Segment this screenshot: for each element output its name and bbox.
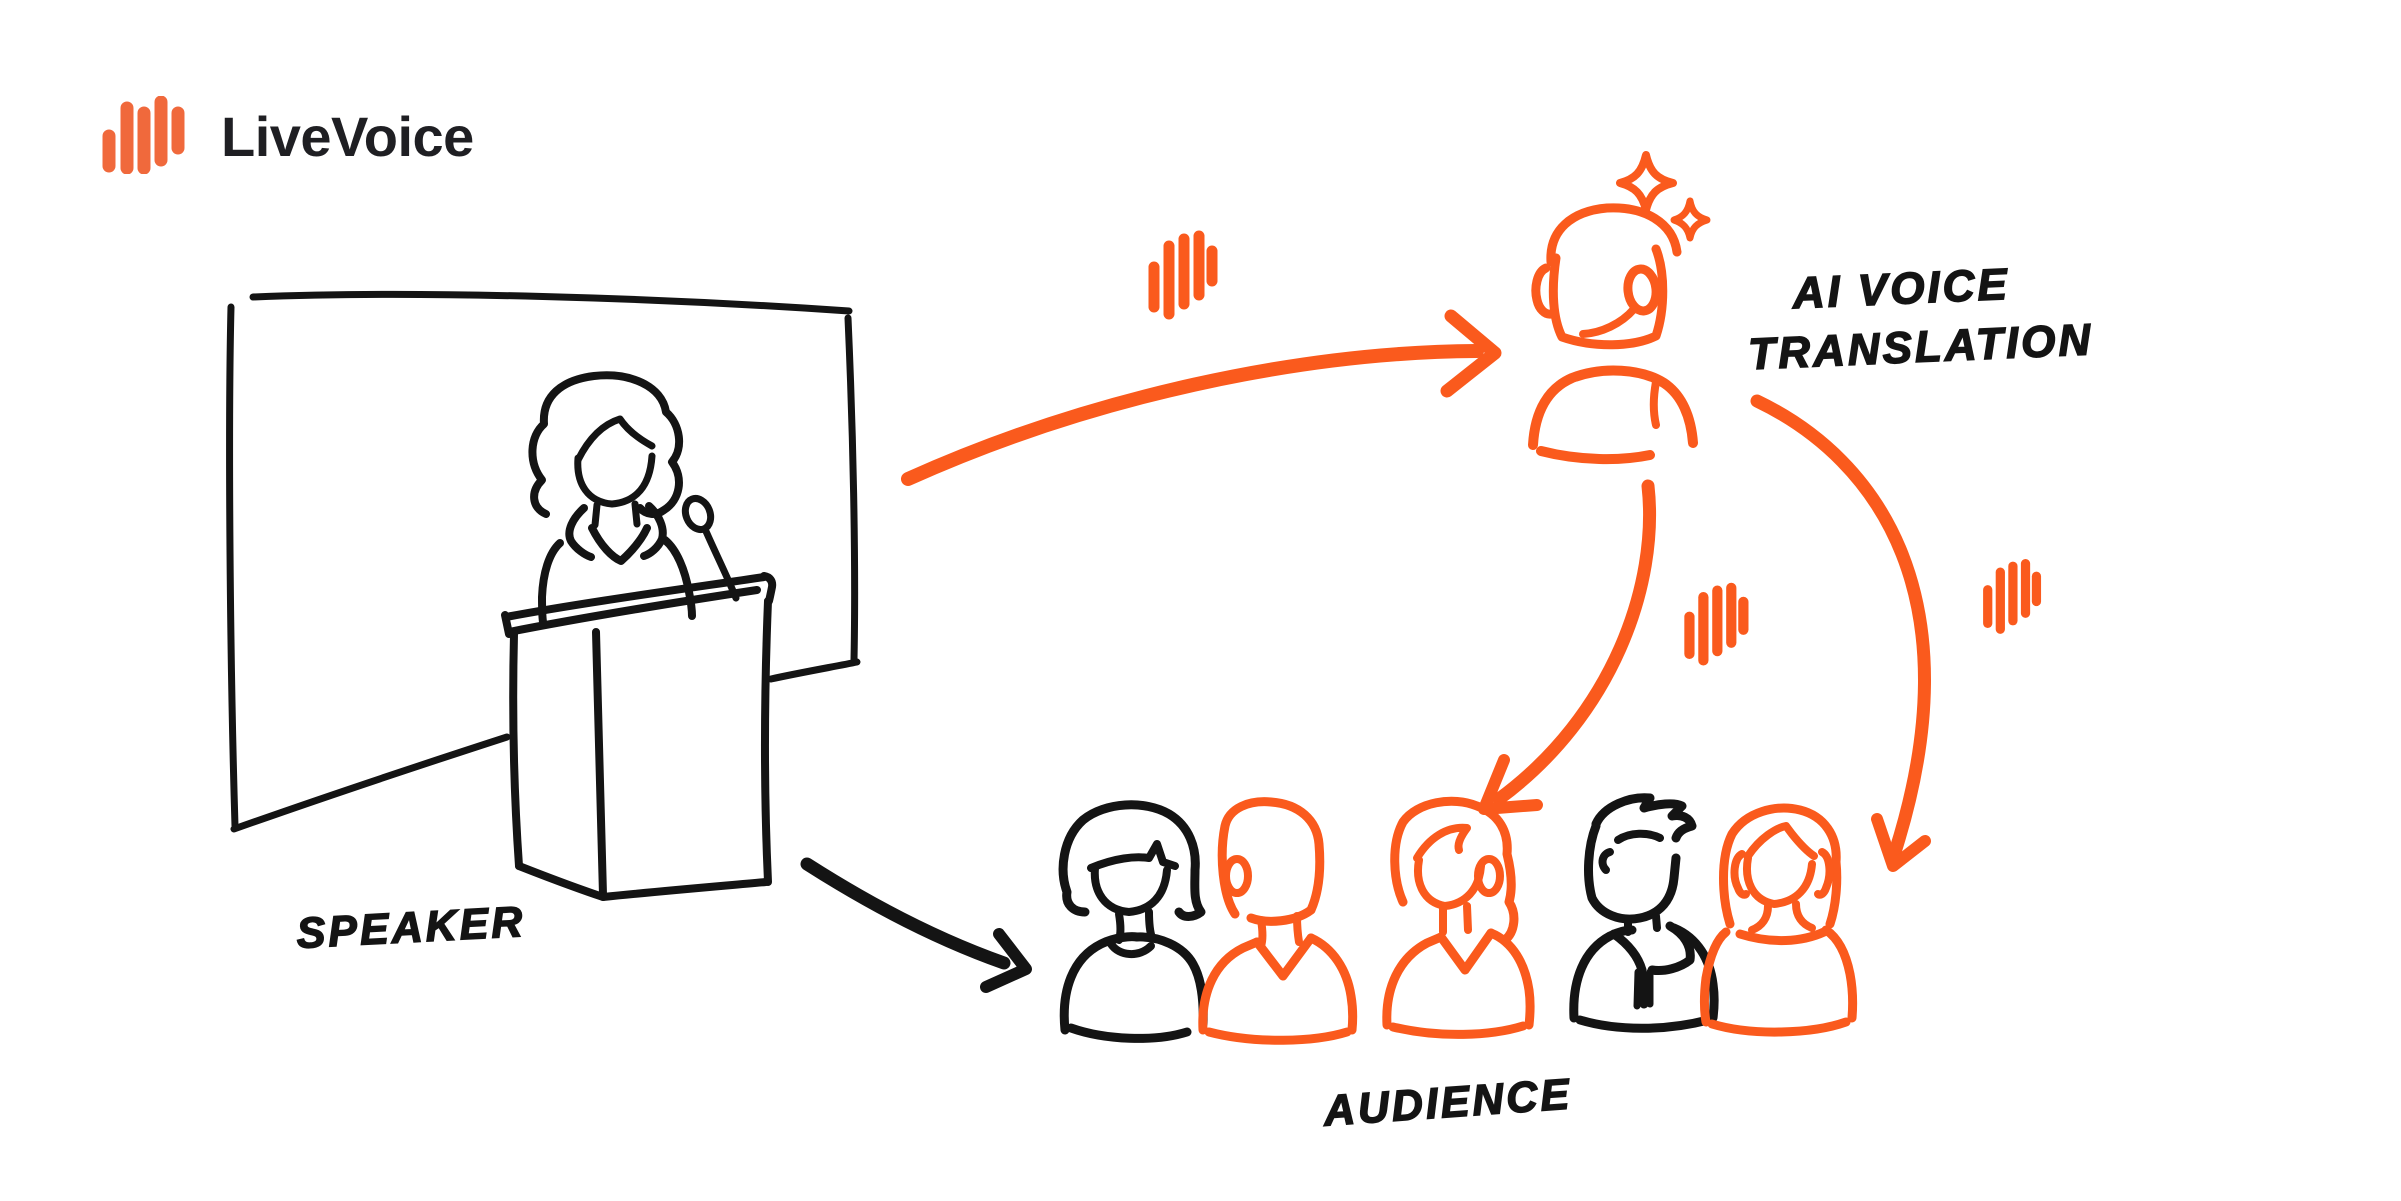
podium [501,494,777,901]
ai-translation-icon [1528,151,1711,465]
headset-person-icon [1528,203,1698,465]
audience-label: AUDIENCE [1321,1070,1573,1135]
ai-label-line2: TRANSLATION [1747,315,2094,379]
speaker-fringe [574,415,656,464]
arrow-ai-to-audience-right [1750,394,1931,872]
audience-member-earpiece [1198,797,1358,1045]
audience-member-woman-headphones [1700,803,1858,1037]
audience-member-woman-bob [1058,800,1208,1043]
livevoice-logo: LiveVoice [99,96,474,174]
audience-member-woman-headset [1382,796,1535,1039]
arrow-ai-to-audience-left [1478,479,1657,815]
sound-wave-icon [1988,564,2037,630]
speaker-hair [528,371,684,518]
sound-wave-logo-icon [102,96,185,174]
speaker-collar [565,504,595,561]
arrow-speaker-to-ai [901,309,1502,486]
sound-wave-icon [1154,236,1212,314]
arrow-speaker-to-audience [800,857,1032,993]
audience-group [1058,793,1858,1045]
speaker-figure [528,371,696,626]
ai-label-line1: AI VOICE [1791,260,2011,318]
livevoice-logo-text: LiveVoice [221,105,474,168]
presentation-backdrop [226,290,861,833]
sound-wave-icon [1689,588,1743,661]
speaker-label: SPEAKER [295,898,526,958]
ai-label: AI VOICE TRANSLATION [1747,259,2095,380]
microphone-icon [681,494,740,602]
speaker-shoulders [538,539,564,626]
speaker-face [574,452,656,508]
audience-member-man-hoodie [1569,793,1719,1033]
